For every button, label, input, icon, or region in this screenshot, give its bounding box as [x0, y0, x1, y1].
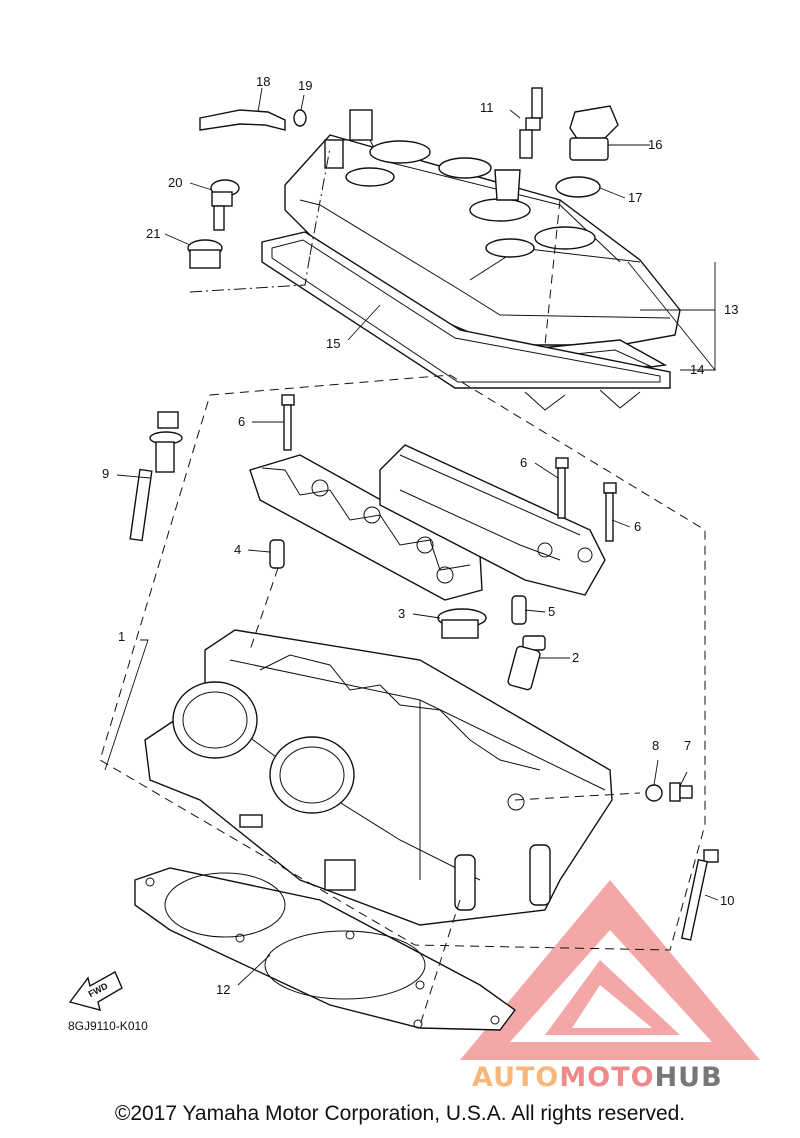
washer-alignment-line [514, 792, 641, 801]
gasket-alignment-line [419, 899, 461, 1026]
callout-16: 16 [648, 137, 662, 152]
breather-hose [199, 109, 286, 131]
callout-5: 5 [548, 604, 555, 619]
callout-11: 11 [480, 100, 494, 115]
watermark-moto: MOTO [559, 1062, 654, 1093]
watermark-brand: AUTOMOTOHUB [472, 1062, 723, 1093]
callout-3: 3 [398, 606, 405, 621]
callout-6a: 6 [238, 414, 245, 429]
head-bolt-side [680, 849, 719, 941]
hose-clip [293, 109, 307, 127]
watermark-auto: AUTO [472, 1062, 559, 1093]
drawing-code: 8GJ9110-K010 [68, 1019, 148, 1033]
callout-14: 14 [690, 362, 704, 377]
union-bolt [669, 782, 693, 802]
assembly-boundary [99, 374, 706, 951]
callout-13: 13 [724, 302, 738, 317]
cover-bolt [210, 179, 240, 231]
callout-6c: 6 [634, 519, 641, 534]
plug [437, 608, 487, 639]
callout-1: 1 [118, 629, 125, 644]
cylinder-head [144, 629, 613, 926]
callout-17: 17 [628, 190, 642, 205]
hose-alignment-line [309, 147, 331, 256]
callout-7: 7 [684, 738, 691, 753]
copyright-notice: ©2017 Yamaha Motor Corporation, U.S.A. A… [114, 1102, 686, 1125]
cam-cap-bolts [281, 394, 617, 542]
callouts: 1 2 3 4 5 6 6 6 7 8 9 10 11 12 13 14 15 … [102, 74, 738, 997]
dowel-pin-right [511, 595, 527, 625]
camshaft-cap-intake [249, 454, 483, 601]
callout-21: 21 [146, 226, 160, 241]
cylinder-head-cover [284, 109, 681, 346]
head-bolt-long [129, 411, 183, 542]
callout-12: 12 [216, 982, 230, 997]
grommet-alignment-line [189, 254, 311, 293]
callout-10: 10 [720, 893, 734, 908]
head-cover-gasket [261, 231, 671, 411]
leader-lines [104, 87, 719, 986]
callout-15: 15 [326, 336, 340, 351]
camshaft-cap-exhaust [379, 444, 606, 596]
callout-2: 2 [572, 650, 579, 665]
callout-18: 18 [256, 74, 270, 89]
oil-filler-cap [569, 105, 619, 161]
watermark-hub: HUB [655, 1062, 723, 1093]
o-ring [555, 176, 601, 198]
grommet [187, 239, 223, 269]
callout-20: 20 [168, 175, 182, 190]
washer [645, 784, 663, 802]
callout-19: 19 [298, 78, 312, 93]
part-11 [519, 87, 543, 159]
dowel-pin-left [269, 539, 285, 569]
callout-6b: 6 [520, 455, 527, 470]
callout-4: 4 [234, 542, 241, 557]
watermark-logo [460, 880, 760, 1060]
o-ring-alignment-line [544, 199, 561, 346]
callout-8: 8 [652, 738, 659, 753]
cylinder-head-gasket [134, 867, 516, 1031]
fwd-arrow-icon: FWD [68, 971, 123, 1011]
valve-guide [507, 635, 546, 691]
callout-9: 9 [102, 466, 109, 481]
